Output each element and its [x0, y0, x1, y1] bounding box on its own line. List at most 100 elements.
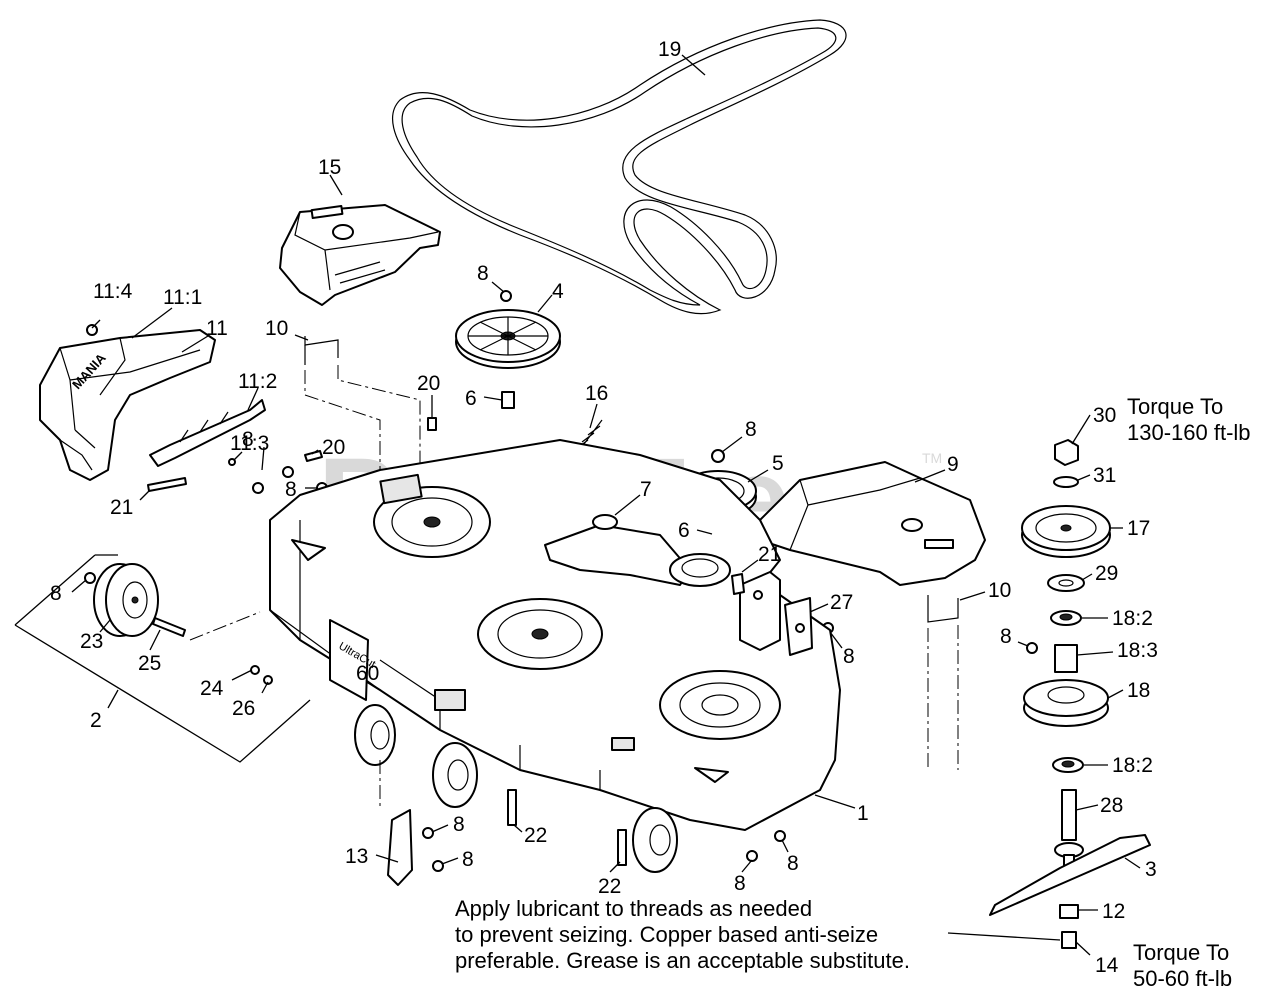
part-20-bolts	[304, 417, 437, 462]
torque-bottom-line1: Torque To	[1133, 940, 1229, 965]
callout-12: 12	[1102, 900, 1125, 923]
callout-10: 10	[988, 579, 1011, 602]
part-10-rod-right	[927, 595, 959, 770]
lubricant-note-line1: Apply lubricant to threads as needed	[455, 896, 812, 921]
part-3-blade	[989, 834, 1151, 916]
callout-16: 16	[585, 382, 608, 405]
callout-18-2: 18:2	[1112, 607, 1153, 630]
callout-18-3: 18:3	[1117, 639, 1158, 662]
leader-lines	[71, 54, 1141, 956]
callout-15: 15	[318, 156, 341, 179]
deck-size-label: 60	[356, 662, 379, 685]
part-15-belt-cover	[279, 204, 441, 306]
callout-9: 9	[947, 453, 959, 476]
callout-18: 18	[1127, 679, 1150, 702]
lubricant-note-line2: to prevent seizing. Copper based anti-se…	[455, 922, 878, 947]
part-9-belt-cover	[759, 461, 986, 586]
callout-23: 23	[80, 630, 103, 653]
callout-27: 27	[830, 591, 853, 614]
callout-8: 8	[734, 872, 746, 895]
callout-29: 29	[1095, 562, 1118, 585]
part-18-spindle-housing	[1023, 679, 1109, 727]
callout-11-1: 11:1	[163, 286, 202, 309]
callout-4: 4	[552, 280, 564, 303]
callout-19: 19	[658, 38, 681, 61]
part-2-wheel-assembly-bracket	[14, 554, 311, 763]
callout-5: 5	[772, 452, 784, 475]
callout-6: 6	[678, 519, 690, 542]
part-14-bolt	[1061, 931, 1077, 949]
callout-2: 2	[90, 709, 102, 732]
callout-20: 20	[322, 436, 345, 459]
part-11-deck-cover: MANIA	[39, 324, 216, 481]
lubricant-note-line3: preferable. Grease is an acceptable subs…	[455, 948, 910, 973]
callout-11-4: 11:4	[93, 280, 133, 303]
part-27-bracket	[739, 571, 813, 656]
callout-3: 3	[1145, 858, 1157, 881]
callout-11-2: 11:2	[238, 370, 277, 393]
part-25-axle-bolt	[152, 617, 186, 637]
part-18-3-spacer	[1054, 644, 1078, 673]
lubricant-note: Apply lubricant to threads as needed to …	[455, 896, 910, 973]
part-12-washer	[1059, 904, 1079, 919]
callout-13: 13	[345, 845, 368, 868]
callout-8: 8	[242, 428, 254, 451]
callout-8: 8	[745, 418, 757, 441]
part-11-2-bracket	[149, 399, 266, 467]
part-1-deck: UltraCut 60	[269, 439, 841, 831]
callout-8: 8	[843, 645, 855, 668]
callout-26: 26	[232, 697, 255, 720]
callout-28: 28	[1100, 794, 1123, 817]
callout-6: 6	[465, 387, 477, 410]
part-10-rod-left	[304, 336, 421, 470]
callout-8: 8	[50, 582, 62, 605]
callout-21: 21	[110, 496, 133, 519]
part-28-spindle-shaft	[1054, 789, 1084, 876]
callout-10: 10	[265, 317, 288, 340]
callout-11: 11	[206, 317, 228, 340]
part-29-washer	[1047, 574, 1085, 592]
deck-wheels	[354, 704, 678, 873]
callout-8: 8	[462, 848, 474, 871]
part-22-bolts	[507, 789, 627, 866]
part-18-2-bearing-bottom	[1052, 757, 1084, 773]
torque-note-top: Torque To 130-160 ft-lb	[1127, 394, 1251, 445]
callout-8: 8	[477, 262, 489, 285]
torque-note-bottom: Torque To 50-60 ft-lb	[1133, 940, 1232, 991]
callout-1: 1	[857, 802, 869, 825]
part-30-nut	[1054, 439, 1079, 466]
part-31-washer	[1053, 476, 1079, 488]
torque-top-line2: 130-160 ft-lb	[1127, 420, 1251, 445]
part-7-idler-arm	[544, 514, 731, 587]
callout-14: 14	[1095, 954, 1119, 977]
part-18-2-bearing-top	[1050, 610, 1082, 626]
part-21-bolt-left	[147, 477, 187, 492]
callout-21: 21	[758, 543, 781, 566]
callout-17: 17	[1127, 517, 1150, 540]
torque-bottom-line2: 50-60 ft-lb	[1133, 966, 1232, 991]
callout-25: 25	[138, 652, 161, 675]
callout-8: 8	[787, 852, 799, 875]
callout-11-3: 11:3	[230, 432, 269, 455]
callout-18-2: 18:2	[1112, 754, 1153, 777]
part-17-pulley	[1021, 505, 1111, 558]
callout-22: 22	[598, 875, 621, 898]
callout-labels: 19 15 4 8 11:4 11:1 11 10 20 11:2 6 16 8…	[50, 38, 1158, 977]
trademark: TM	[922, 450, 942, 466]
part-13-bracket	[379, 760, 413, 886]
callout-24: 24	[200, 677, 224, 700]
part-4-pulley	[455, 309, 561, 369]
callout-30: 30	[1093, 404, 1116, 427]
part-21-bolt-right	[731, 573, 745, 595]
callout-20: 20	[417, 372, 440, 395]
callout-8: 8	[285, 478, 297, 501]
callout-8: 8	[1000, 625, 1012, 648]
callout-22: 22	[524, 824, 547, 847]
torque-top-line1: Torque To	[1127, 394, 1223, 419]
callout-31: 31	[1093, 464, 1116, 487]
callout-8: 8	[453, 813, 465, 836]
callout-7: 7	[640, 478, 652, 501]
part-19-belt	[391, 19, 847, 315]
part-23-wheel	[93, 563, 159, 637]
